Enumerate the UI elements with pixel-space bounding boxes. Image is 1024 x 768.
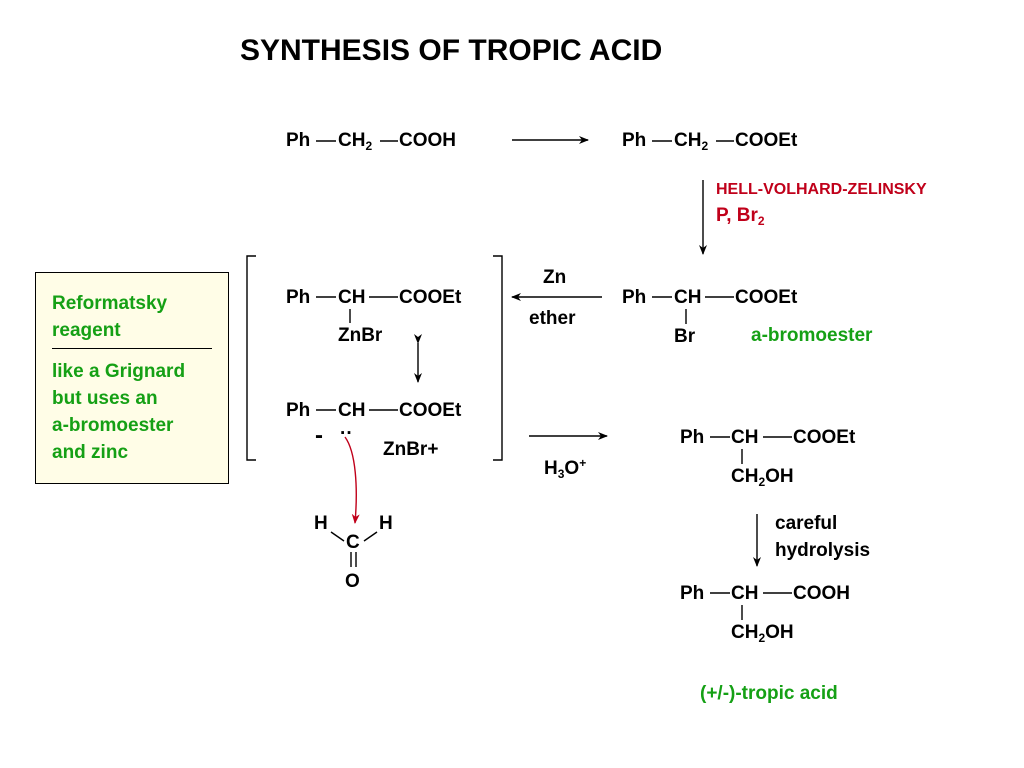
label-ch2: CH2 [674, 130, 709, 153]
note-line: like a Grignard [52, 361, 186, 382]
label-cooet: COOEt [399, 400, 462, 421]
note-line: but uses an [52, 388, 158, 409]
label-cooh: COOH [793, 583, 850, 604]
reagent-h3o: H3O+ [544, 456, 587, 481]
right-bracket [493, 255, 503, 461]
label-c: C [346, 532, 360, 553]
label-ph: Ph [622, 130, 647, 151]
label-cooet: COOEt [793, 427, 856, 448]
label-ch: CH [731, 583, 759, 604]
label-ch2oh: CH2OH [731, 622, 794, 645]
label-cooet: COOEt [735, 130, 798, 151]
note-line: and zinc [52, 442, 129, 463]
label-ph: Ph [622, 287, 647, 308]
electron-arrow [344, 436, 360, 524]
label-znbr-plus: ZnBr+ [383, 439, 439, 460]
hvz-reagent: P, Br2 [716, 205, 765, 228]
reagent-careful: careful [775, 513, 838, 534]
label-ph: Ph [286, 130, 311, 151]
bromoester-label: a-bromoester [751, 325, 873, 346]
label-ch: CH [338, 287, 366, 308]
note-line: reagent [52, 320, 121, 341]
negative-charge: - [315, 422, 323, 449]
reformatsky-note-box: Reformatsky reagent like a Grignard but … [35, 272, 229, 484]
label-ch2oh: CH2OH [731, 466, 794, 489]
lone-pair: ·· [340, 423, 353, 444]
label-ph: Ph [286, 287, 311, 308]
label-ph: Ph [286, 400, 311, 421]
label-ch2: CH2 [338, 130, 373, 153]
label-br: Br [674, 326, 696, 347]
bond [330, 531, 345, 542]
label-ch: CH [674, 287, 702, 308]
label-h: H [379, 513, 393, 534]
label-ch: CH [731, 427, 759, 448]
label-znbr: ZnBr [338, 325, 383, 346]
hvz-name: HELL-VOLHARD-ZELINSKY [716, 181, 927, 198]
note-line: Reformatsky [52, 293, 168, 314]
bond [363, 531, 378, 542]
left-bracket [246, 255, 256, 461]
label-cooet: COOEt [735, 287, 798, 308]
label-o: O [345, 571, 360, 592]
reagent-zn: Zn [543, 267, 567, 288]
label-cooet: COOEt [399, 287, 462, 308]
reagent-ether: ether [529, 308, 576, 329]
label-h: H [314, 513, 328, 534]
product-label: (+/-)-tropic acid [700, 683, 838, 704]
label-ph: Ph [680, 427, 705, 448]
page-title: SYNTHESIS OF TROPIC ACID [240, 34, 663, 67]
note-line: a-bromoester [52, 415, 174, 436]
label-ch: CH [338, 400, 366, 421]
label-ph: Ph [680, 583, 705, 604]
reagent-hydrolysis: hydrolysis [775, 540, 871, 561]
note-divider [52, 348, 212, 349]
label-cooh: COOH [399, 130, 456, 151]
